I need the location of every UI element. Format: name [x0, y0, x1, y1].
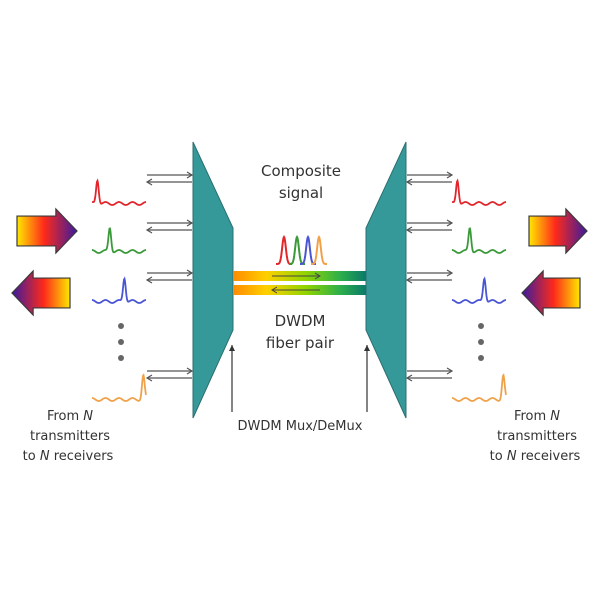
left-channel-arrow-in-1: [147, 219, 194, 227]
left-note-line3: to N receivers: [23, 449, 114, 464]
fiber-arrow-back: [271, 286, 320, 294]
pointer-right-mux: [364, 345, 370, 412]
big-arrow-left-out-icon: [16, 207, 78, 255]
ellipsis-dot: [118, 355, 124, 361]
left-channel-arrow-out-2: [145, 276, 192, 284]
right-pulse-0-icon: [452, 178, 506, 206]
composite-peak-green-icon: [289, 234, 305, 265]
left-channel-arrow-in-3: [147, 367, 194, 375]
dwdm-label-2: fiber pair: [266, 334, 335, 352]
big-arrow-right-out-icon: [528, 207, 588, 255]
right-note-line3: to N receivers: [490, 449, 581, 464]
ellipsis-dot: [118, 323, 124, 329]
left-pulse-2-icon: [92, 276, 146, 304]
mux-left: [192, 141, 234, 419]
ellipsis-dot: [478, 339, 484, 345]
right-channel-arrow-in-2: [405, 276, 452, 284]
left-channel-arrow-in-2: [147, 269, 194, 277]
left-note-line1: From N: [47, 409, 93, 424]
ellipsis-dot: [478, 355, 484, 361]
left-channel-arrow-out-3: [145, 374, 192, 382]
left-channel-arrow-out-0: [145, 178, 192, 186]
composite-peak-red-icon: [276, 234, 292, 265]
right-channel-arrow-out-0: [407, 171, 454, 179]
left-pulse-1-icon: [92, 227, 146, 254]
ellipsis-dot: [118, 339, 124, 345]
composite-label-2: signal: [279, 184, 323, 202]
left-channel-arrow-in-0: [147, 171, 194, 179]
right-pulse-3-icon: [452, 373, 507, 402]
left-channel-arrow-out-1: [145, 226, 192, 234]
composite-label-1: Composite: [261, 162, 341, 180]
right-channel-arrow-out-1: [407, 219, 454, 227]
right-channel-arrow-in-3: [405, 374, 452, 382]
composite-peak-orange-icon: [311, 234, 327, 265]
right-pulse-1-icon: [452, 227, 506, 254]
ellipsis-dot: [478, 323, 484, 329]
big-arrow-right-in-icon: [521, 269, 581, 317]
pointer-left-mux: [229, 345, 235, 412]
left-pulse-3-icon: [92, 373, 147, 402]
right-channel-arrow-in-1: [405, 226, 452, 234]
right-channel-arrow-out-2: [407, 269, 454, 277]
right-note-line2: transmitters: [497, 429, 577, 444]
big-arrow-left-in-icon: [11, 269, 71, 317]
left-note-line2: transmitters: [30, 429, 110, 444]
right-channel-arrow-out-3: [407, 367, 454, 375]
fiber-arrow-forward: [272, 272, 321, 280]
dwdm-label-1: DWDM: [275, 312, 326, 330]
right-note-line1: From N: [514, 409, 560, 424]
left-pulse-0-icon: [92, 178, 146, 206]
right-pulse-2-icon: [452, 276, 506, 304]
mux-demux-label: DWDM Mux/DeMux: [238, 419, 363, 434]
right-channel-arrow-in-0: [405, 178, 452, 186]
mux-right: [365, 141, 407, 419]
composite-peak-blue-icon: [300, 234, 316, 265]
